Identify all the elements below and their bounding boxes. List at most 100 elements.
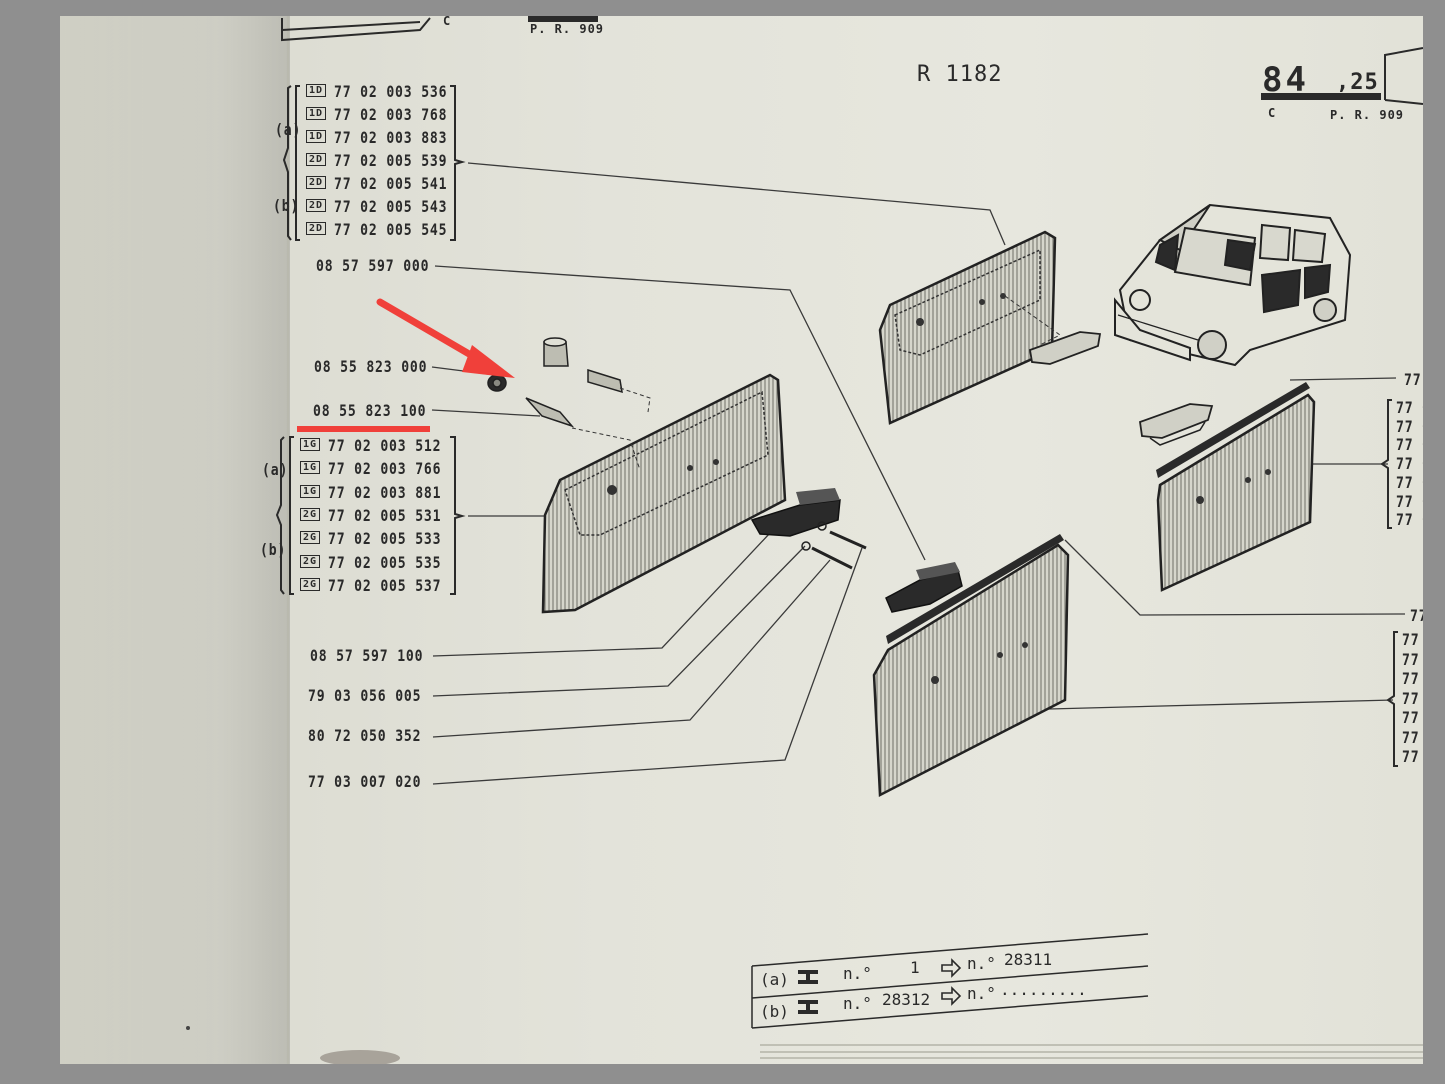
legend-rules [751,933,1149,1029]
frame-border-top [0,0,1445,16]
armrest-rear-right [1139,403,1214,446]
annotation-underline [297,426,430,432]
variant-mark-icon: 1G [300,461,321,475]
right-edge-part-number: 77 0 [1396,435,1431,455]
header-right-ref: P. R. 909 [1330,108,1405,122]
right-edge-part-number: 77 [1402,747,1420,766]
variant-mark-icon: 1G [300,484,321,498]
armrest-front [750,488,867,570]
right-edge-part-number: 77 0 [1396,454,1431,474]
part-number: 77 02 005 533 [328,529,442,549]
right-edge-label-top: 77 [1404,370,1422,389]
legend-arrow-icons [941,958,962,1006]
door-panel-rear-right [1156,382,1316,592]
variant-mark-icon: 2G [300,507,321,521]
part-number: 77 02 005 537 [328,575,442,595]
right-edge-part-number: 77 [1402,649,1420,669]
variant-mark-icon: 2G [300,531,321,545]
right-edge-part-number: 77 [1402,727,1420,747]
clip-parts [487,337,623,428]
legend-b-label: (b) [760,1002,789,1021]
legend-b-from: 28312 [882,990,931,1009]
variant-mark-icon: 2D [306,176,327,189]
right-edge-part-number: 77 0 [1396,398,1431,417]
header-right-c: C [1268,106,1277,120]
thumb-shadow [320,1050,400,1066]
brace-group-top [282,85,466,241]
group-top-bracket-b: (b) [273,196,300,215]
paper-speck [186,1026,190,1030]
variant-mark-icon: 2D [306,199,327,212]
legend-b-to: ......... [1000,980,1087,999]
legend-a-to: 28311 [1004,950,1053,969]
right-edge-part-number: 77 [1402,630,1420,649]
right-edge-part-number: 77 [1402,708,1420,727]
part-number: 77 02 003 766 [328,459,442,479]
part-number: 77 02 003 883 [334,128,448,147]
part-number: 77 02 003 881 [328,482,442,502]
page-stack-edges [760,1044,1423,1059]
part-number: 77 02 005 541 [334,174,448,193]
variant-mark-icon: 1D [306,130,327,143]
right-edge-part-number: 77 0 [1396,472,1431,492]
header-left-rule [528,16,598,22]
right-edge-label-mid: 77 [1410,606,1428,625]
variant-mark-icon: 1D [306,84,327,97]
legend-b-no: n.° [843,994,872,1013]
variant-mark-icon: 2D [306,222,327,235]
right-edge-part-number: 77 [1402,669,1420,688]
annotation-arrow-head [462,345,515,378]
legend-b-to-no: n.° [967,984,996,1003]
legend-a-label: (a) [760,970,789,989]
header-right-box [1261,47,1424,105]
part-number: 77 02 005 531 [328,505,442,525]
part-number: 77 02 005 539 [334,151,448,170]
armrest-front-right [1028,331,1102,365]
brace-right-1 [1380,399,1392,529]
part-number: 77 02 003 536 [334,82,448,101]
variant-mark-icon: 1D [306,107,327,120]
part-number-08-57-597-000: 08 57 597 000 [316,256,430,275]
page-gutter-shadow [60,16,290,1064]
part-number-08-55-823-000: 08 55 823 000 [314,357,428,376]
part-number: 77 02 005 543 [334,197,448,216]
car-illustration [1114,203,1352,367]
brace-group-mid [275,436,466,595]
part-number-08-55-823-100: 08 55 823 100 [313,401,427,420]
part-number: 77 02 003 512 [328,436,442,455]
page-number-sub: ,25 [1336,70,1379,95]
variant-mark-icon: 1G [300,438,321,451]
reference-code: R 1182 [917,62,1003,87]
right-edge-part-number: 77 0 [1396,491,1431,511]
right-edge-part-number: 77 0 [1396,510,1431,530]
part-number-77-03-007-020: 77 03 007 020 [308,772,422,791]
frame-border-bottom [0,1064,1445,1084]
variant-mark-icon: 2G [300,577,321,591]
legend-icons [798,970,818,1014]
part-number: 77 02 005 545 [334,220,448,239]
legend-a-no: n.° [843,964,872,983]
legend-a-from: 1 [910,958,920,977]
right-edge-part-number: 77 0 [1396,416,1431,436]
group-mid-bracket-b: (b) [260,540,287,559]
door-panel-front-left [541,373,787,614]
frame-border-right [1423,0,1445,1084]
armrest-rear-left [885,562,963,613]
right-edge-part-number: 77 [1402,688,1420,708]
page-binding-edge [287,16,289,1064]
part-number-80-72-050-352: 80 72 050 352 [308,726,422,745]
door-panel-rear-left [872,534,1070,797]
frame-border-left [0,0,60,1084]
legend-a-to-no: n.° [967,954,996,973]
brace-right-2 [1386,631,1398,767]
leader-lines [431,162,1406,785]
header-left-ref: P. R. 909 [530,22,605,36]
part-number-08-57-597-100: 08 57 597 100 [310,646,424,665]
clip-leader-2 [571,427,641,471]
variant-mark-icon: 2D [306,153,327,166]
door-panel-front-right [878,230,1057,425]
header-left-c: C [443,14,452,28]
part-number-79-03-056-005: 79 03 056 005 [308,686,422,705]
panel-dash-line [1004,295,1061,346]
